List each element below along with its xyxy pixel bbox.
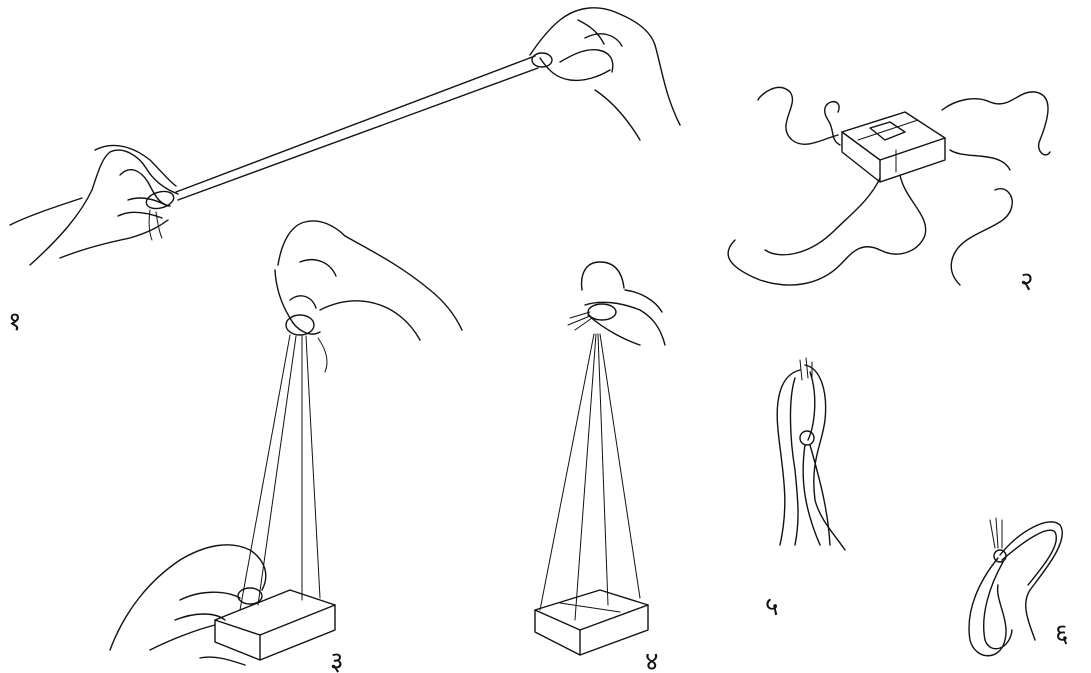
step-6-figure: ६ <box>969 518 1069 656</box>
fingertip-hand-drawing <box>568 262 665 345</box>
stretched-thread <box>176 56 535 192</box>
knot <box>800 431 814 445</box>
bottom-hand-drawing <box>110 545 266 665</box>
looped-thread <box>777 370 800 545</box>
knot-6 <box>994 550 1006 562</box>
step-5-label: ५ <box>765 592 779 622</box>
step-2-label: २ <box>1020 267 1034 297</box>
step-3-figure: ३ <box>110 221 462 673</box>
top-hand-drawing <box>275 221 462 372</box>
step-4-figure: ४ <box>535 262 665 673</box>
step-3-label: ३ <box>330 647 344 673</box>
step-2-figure: २ <box>728 87 1050 297</box>
matchbox-step-4 <box>535 590 648 630</box>
step-1-label: १ <box>8 307 22 337</box>
step-5-figure: ५ <box>765 358 845 622</box>
step-6-label: ६ <box>1055 619 1069 649</box>
step-1-figure: १ <box>8 8 680 337</box>
step-4-label: ४ <box>645 647 659 673</box>
wavy-thread <box>758 87 840 145</box>
left-hand-drawing <box>10 145 178 265</box>
right-hand-drawing <box>530 8 680 140</box>
matchbox-step-3 <box>215 590 335 635</box>
